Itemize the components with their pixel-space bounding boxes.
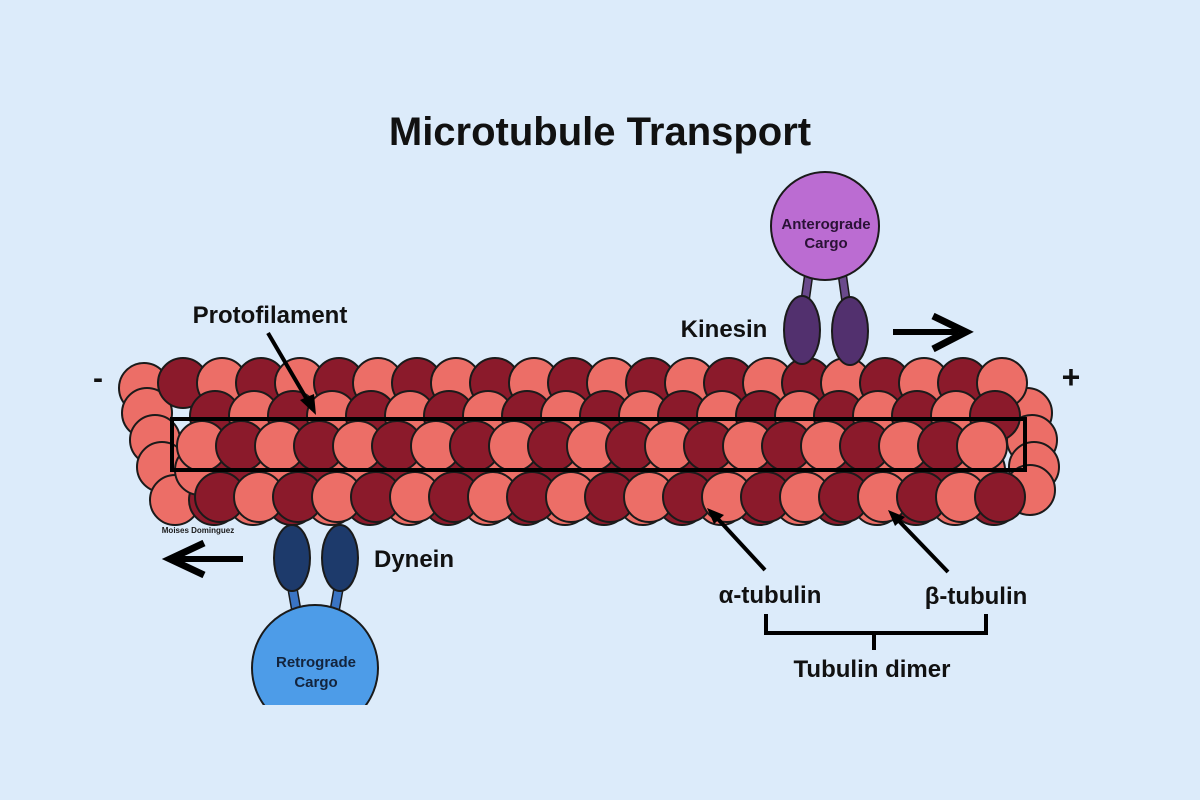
anterograde-cargo-vesicle [770,171,880,281]
microtubule-front-layer [176,420,1026,523]
retrograde-cargo: Retrograde Cargo [251,604,379,705]
protofilament-label: Protofilament [193,302,348,329]
protofilament-arrow [266,331,316,415]
dynein-label: Dynein [374,546,454,573]
kinesin-head-right [831,296,869,366]
beta-tubulin-arrow [888,510,950,574]
retrograde-cargo-vesicle [251,604,379,705]
author-credit: Moises Dominguez [162,526,234,535]
alpha-tubulin-label: α-tubulin [719,582,822,609]
anterograde-cargo: Anterograde Cargo [770,171,880,281]
tubulin-dimer-label: Tubulin dimer [794,656,951,683]
kinesin-label: Kinesin [681,316,768,343]
protofilament-highlight-box [170,417,1027,472]
dynein-head-right [321,524,359,592]
diagram-title: Microtubule Transport [389,110,811,154]
beta-tubulin-subunit [956,420,1008,472]
tubulin-dimer-bracket [764,614,988,650]
beta-tubulin-label: β-tubulin [925,583,1028,610]
anterograde-direction-arrow-icon [893,312,974,353]
alpha-tubulin-arrow [707,508,767,572]
plus-end-label: + [1062,359,1081,395]
kinesin-motor [783,270,869,366]
dynein-motor [273,524,359,619]
retrograde-direction-arrow-icon [161,539,243,579]
alpha-tubulin-subunit [974,471,1026,523]
anterograde-cargo-label-line2: Cargo [804,235,847,252]
minus-end-label: - [93,362,103,395]
retrograde-cargo-label-line2: Cargo [294,674,337,691]
kinesin-head-left [783,295,821,365]
anterograde-cargo-label-line1: Anterograde [781,216,870,233]
retrograde-cargo-label-line1: Retrograde [276,654,356,671]
dynein-head-left [273,524,311,592]
